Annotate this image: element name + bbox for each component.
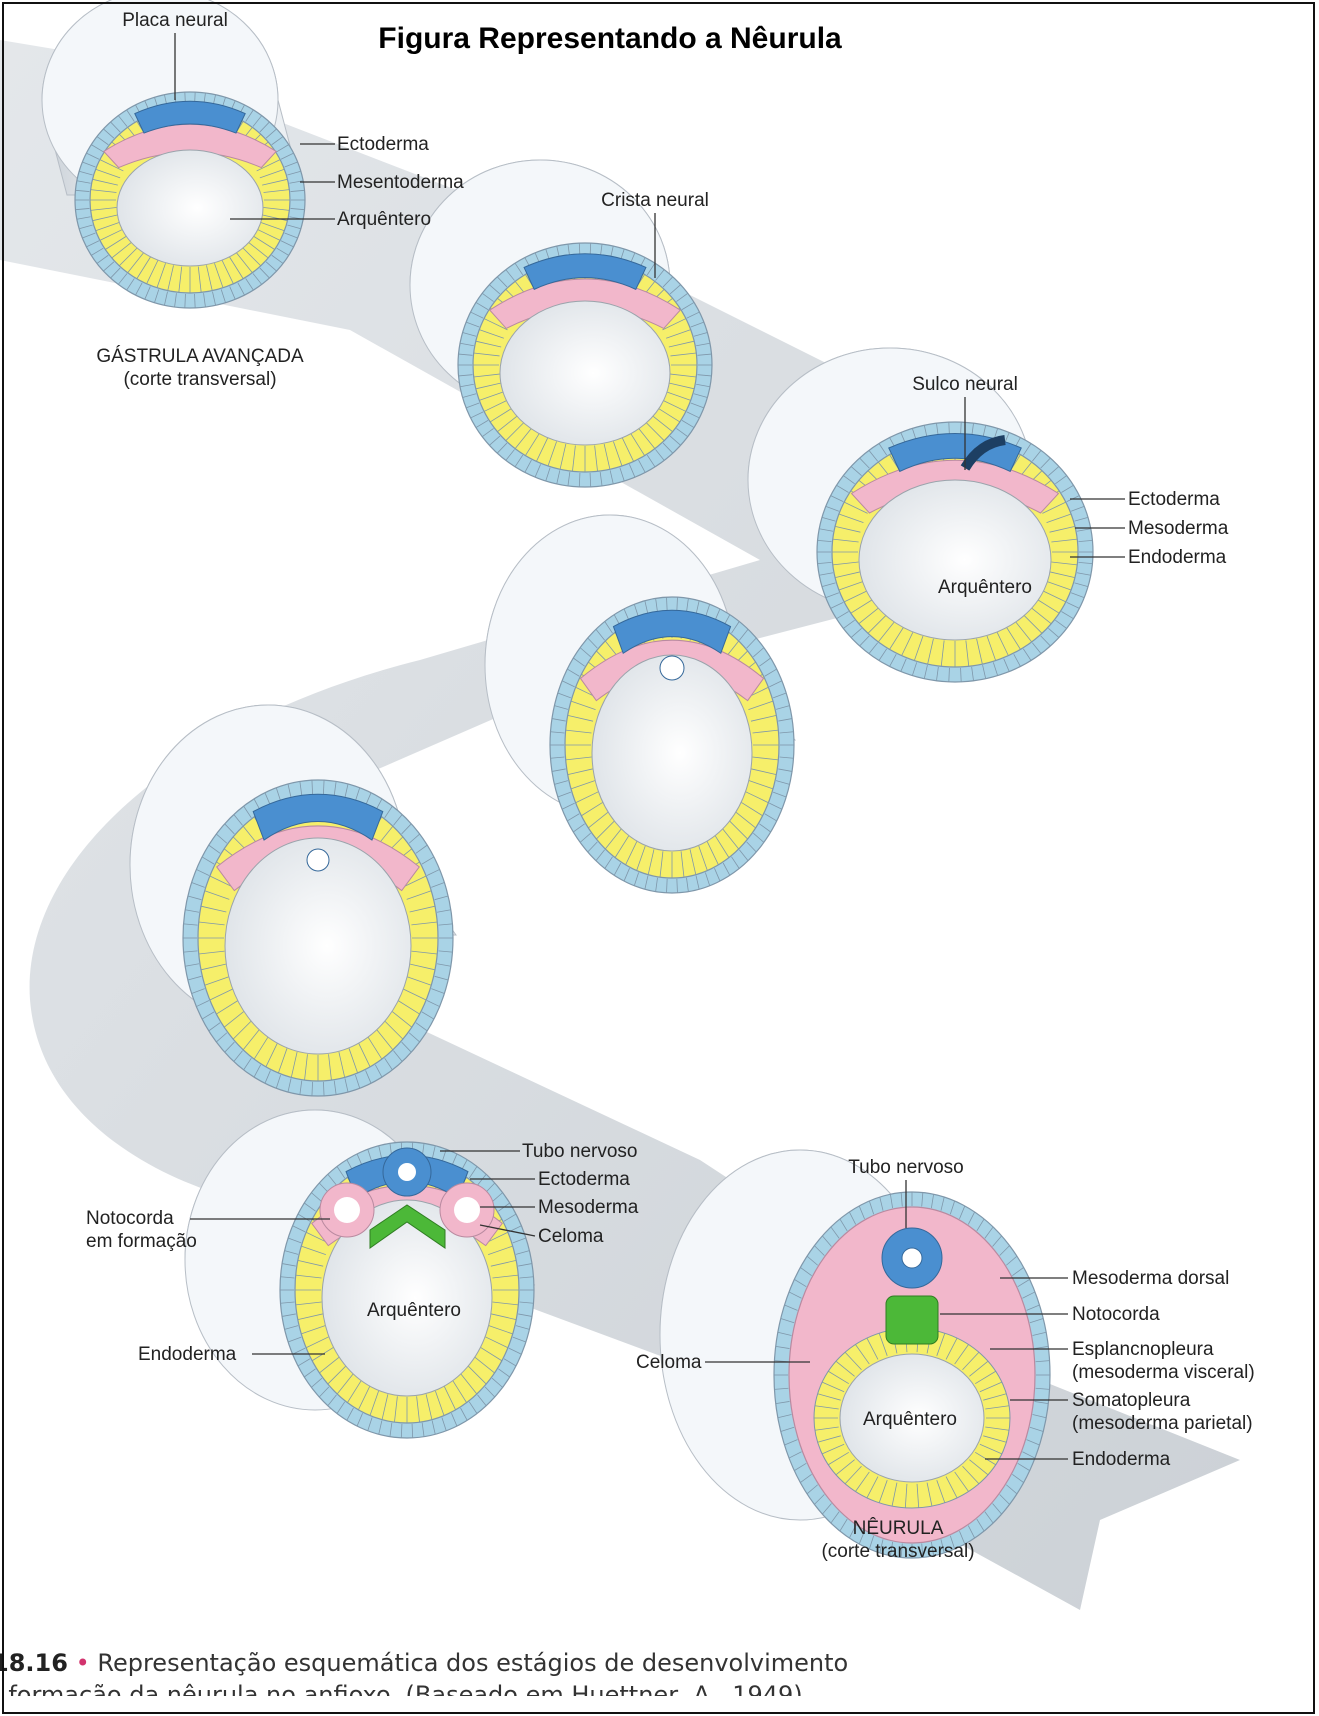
label-arquentero-6: Arquêntero (367, 1300, 461, 1322)
label-notocorda: Notocorda (1072, 1304, 1160, 1326)
stage5-neural-lumen (307, 849, 329, 871)
label-esplancnopleura: Esplancnopleura (1072, 1339, 1214, 1361)
label-ectoderma-1: Ectoderma (337, 134, 429, 156)
label-sulco-neural: Sulco neural (912, 374, 1018, 396)
label-arquentero-7: Arquêntero (863, 1409, 957, 1431)
stage2-archenteron (500, 301, 670, 445)
label-tubo-nervoso-7: Tubo nervoso (848, 1157, 963, 1179)
label-mesoderma-dorsal: Mesoderma dorsal (1072, 1268, 1229, 1290)
label-neurula-name: NÊURULA (853, 1518, 944, 1540)
stage4-archenteron (592, 655, 752, 851)
stage4-neural-lumen (660, 656, 684, 680)
caption-bullet-icon: • (76, 1649, 98, 1677)
label-endoderma-6: Endoderma (138, 1344, 236, 1366)
label-gastrula-name: GÁSTRULA AVANÇADA (96, 346, 303, 368)
label-esplancnopleura-sub: (mesoderma visceral) (1072, 1362, 1255, 1384)
label-crista-neural: Crista neural (601, 190, 709, 212)
caption-line-2: à formação da nêurula no anfioxo. (Basea… (0, 1680, 803, 1696)
stage6-neural-tube-lumen (398, 1163, 416, 1181)
label-notocorda-formacao-1: Notocorda (86, 1208, 174, 1230)
stage6-coelom-right-cavity (454, 1197, 480, 1223)
stage3-archenteron (859, 480, 1051, 640)
stage7-neural-tube-lumen (902, 1248, 922, 1268)
label-arquentero-3: Arquêntero (938, 577, 1032, 599)
label-tubo-nervoso-6: Tubo nervoso (522, 1141, 637, 1163)
stage6-coelom-left-cavity (334, 1197, 360, 1223)
label-notocorda-formacao-2: em formação (86, 1231, 197, 1253)
label-somatopleura: Somatopleura (1072, 1390, 1190, 1412)
label-endoderma-3: Endoderma (1128, 547, 1226, 569)
label-endoderma-7: Endoderma (1072, 1449, 1170, 1471)
label-mesoderma-3: Mesoderma (1128, 518, 1228, 540)
label-mesoderma-6: Mesoderma (538, 1197, 638, 1219)
label-mesentoderma: Mesentoderma (337, 172, 464, 194)
caption-line-1: Representação esquemática dos estágios d… (97, 1649, 848, 1677)
stage1-archenteron (117, 150, 263, 266)
figure-title: Figura Representando a Nêurula (330, 22, 890, 56)
label-gastrula-sub: (corte transversal) (123, 369, 276, 391)
label-celoma-7: Celoma (636, 1352, 701, 1374)
label-ectoderma-3: Ectoderma (1128, 489, 1220, 511)
label-placa-neural: Placa neural (122, 10, 228, 32)
label-neurula-sub: (corte transversal) (821, 1541, 974, 1563)
label-ectoderma-6: Ectoderma (538, 1169, 630, 1191)
label-arquentero-1: Arquêntero (337, 209, 431, 231)
label-somatopleura-sub: (mesoderma parietal) (1072, 1413, 1253, 1435)
stage7-notochord (886, 1296, 938, 1344)
label-celoma-6: Celoma (538, 1226, 603, 1248)
caption-number: 18.16 (0, 1649, 68, 1677)
